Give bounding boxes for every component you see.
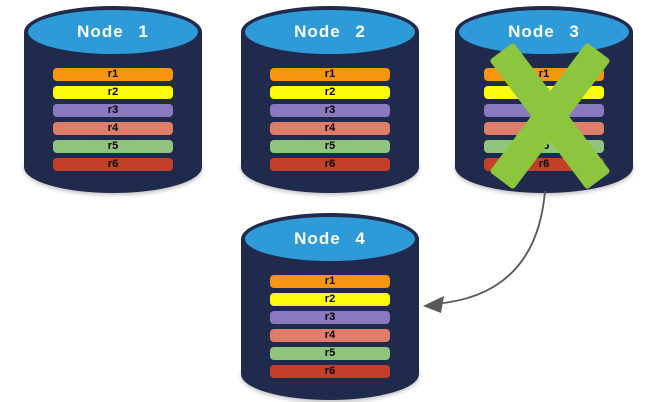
record-bar: r1 <box>270 68 390 81</box>
record-bar: r5 <box>270 347 390 360</box>
record-bar: r4 <box>270 122 390 135</box>
record-list: r1 r2 r3 r4 r5 r6 <box>270 275 390 378</box>
db-node-3: Node 3 r1 r2 r3 r4 r5 r6 <box>455 6 633 193</box>
record-bar: r4 <box>53 122 173 135</box>
db-node-2: Node 2 r1 r2 r3 r4 r5 r6 <box>241 6 419 193</box>
record-bar: r1 <box>484 68 604 81</box>
db-node-1: Node 1 r1 r2 r3 r4 r5 r6 <box>24 6 202 193</box>
node-label: Node 4 <box>294 229 366 248</box>
replication-arrow-head <box>423 296 444 313</box>
cylinder-top-cap: Node 3 <box>459 10 629 54</box>
node-label: Node 3 <box>508 22 580 41</box>
record-bar: r3 <box>270 311 390 324</box>
cylinder-top-cap: Node 2 <box>245 10 415 54</box>
record-bar: r4 <box>484 122 604 135</box>
record-bar: r6 <box>484 158 604 171</box>
record-bar: r5 <box>484 140 604 153</box>
replication-arrow-path <box>433 190 546 305</box>
record-bar: r5 <box>270 140 390 153</box>
db-node-4: Node 4 r1 r2 r3 r4 r5 r6 <box>241 213 419 400</box>
node-label: Node 2 <box>294 22 366 41</box>
record-list: r1 r2 r3 r4 r5 r6 <box>484 68 604 171</box>
record-bar: r5 <box>53 140 173 153</box>
record-list: r1 r2 r3 r4 r5 r6 <box>53 68 173 171</box>
record-bar: r4 <box>270 329 390 342</box>
record-bar: r6 <box>270 365 390 378</box>
record-bar: r1 <box>270 275 390 288</box>
cylinder-top-cap: Node 4 <box>245 217 415 261</box>
record-bar: r6 <box>270 158 390 171</box>
node-label: Node 1 <box>77 22 149 41</box>
record-bar: r3 <box>484 104 604 117</box>
record-bar: r6 <box>53 158 173 171</box>
record-bar: r2 <box>484 86 604 99</box>
record-bar: r3 <box>270 104 390 117</box>
record-list: r1 r2 r3 r4 r5 r6 <box>270 68 390 171</box>
record-bar: r2 <box>270 86 390 99</box>
cylinder-top-cap: Node 1 <box>28 10 198 54</box>
record-bar: r2 <box>270 293 390 306</box>
record-bar: r2 <box>53 86 173 99</box>
record-bar: r1 <box>53 68 173 81</box>
record-bar: r3 <box>53 104 173 117</box>
